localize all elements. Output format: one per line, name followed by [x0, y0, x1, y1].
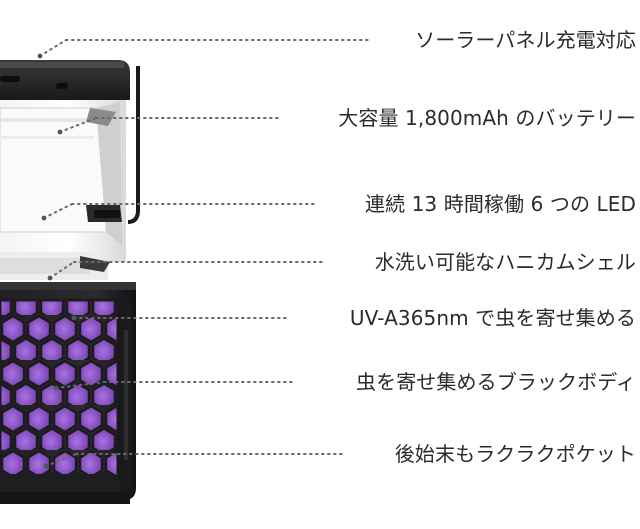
feature-label-pocket: 後始末もラクラクポケット	[394, 442, 636, 466]
feature-label-led: 連続 13 時間稼働 6 つの LED	[364, 192, 636, 216]
solar-panel-cap	[0, 60, 130, 100]
feature-label-battery: 大容量 1,800mAh のバッテリー	[338, 106, 636, 130]
feature-label-uv-light: UV-A365nm で虫を寄せ集める	[349, 306, 636, 330]
feature-label-solar-panel: ソーラーパネル充電対応	[415, 28, 636, 52]
feature-label-black-body: 虫を寄せ集めるブラックボディ	[356, 370, 636, 394]
bottom-pocket	[0, 474, 120, 492]
uv-honeycomb-window	[0, 300, 118, 485]
feature-label-honeycomb-shell: 水洗い可能なハニカムシェル	[374, 250, 636, 274]
